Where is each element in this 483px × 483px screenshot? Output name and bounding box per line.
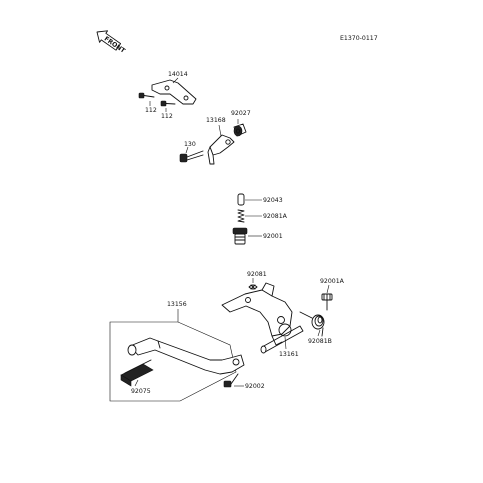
part-label-112b: 112	[161, 113, 173, 120]
bushing-92027	[233, 123, 247, 137]
spring-92081	[248, 284, 258, 290]
bolt-112-right	[160, 100, 176, 107]
pedal-rubber-92075	[120, 359, 154, 387]
part-label-92001: 92001	[263, 233, 283, 240]
torsion-spring-92081B	[299, 311, 325, 337]
bolt-112-left	[138, 92, 155, 99]
pin-92043	[237, 193, 245, 206]
part-label-13156: 13156	[167, 301, 187, 308]
reference-code: E1370-0117	[340, 35, 378, 42]
bolt-92001A	[321, 293, 333, 311]
bolt-92002	[223, 373, 239, 388]
part-label-92081A: 92081A	[263, 213, 288, 220]
part-label-92075: 92075	[131, 388, 151, 395]
spring-92081A	[237, 209, 245, 223]
part-label-13161: 13161	[279, 351, 299, 358]
shift-arm-13168	[207, 134, 235, 165]
part-label-130: 130	[184, 141, 196, 148]
part-label-92002: 92002	[245, 383, 265, 390]
part-label-13168: 13168	[206, 117, 226, 124]
front-direction-arrow: FRONT	[96, 30, 127, 55]
part-label-112a: 112	[145, 107, 157, 114]
bolt-130	[179, 150, 204, 163]
plug-bolt-92001	[232, 227, 248, 245]
part-label-92001A: 92001A	[320, 278, 345, 285]
shift-shaft-13161	[221, 282, 304, 354]
part-label-92027: 92027	[231, 110, 251, 117]
shift-pedal-13156	[127, 337, 245, 375]
part-label-92081: 92081	[247, 271, 267, 278]
part-label-92081B: 92081B	[308, 338, 332, 345]
part-label-92043: 92043	[263, 197, 283, 204]
front-label: FRONT	[103, 35, 127, 55]
part-label-14014: 14014	[168, 71, 188, 78]
bracket-plate-14014	[151, 79, 197, 105]
